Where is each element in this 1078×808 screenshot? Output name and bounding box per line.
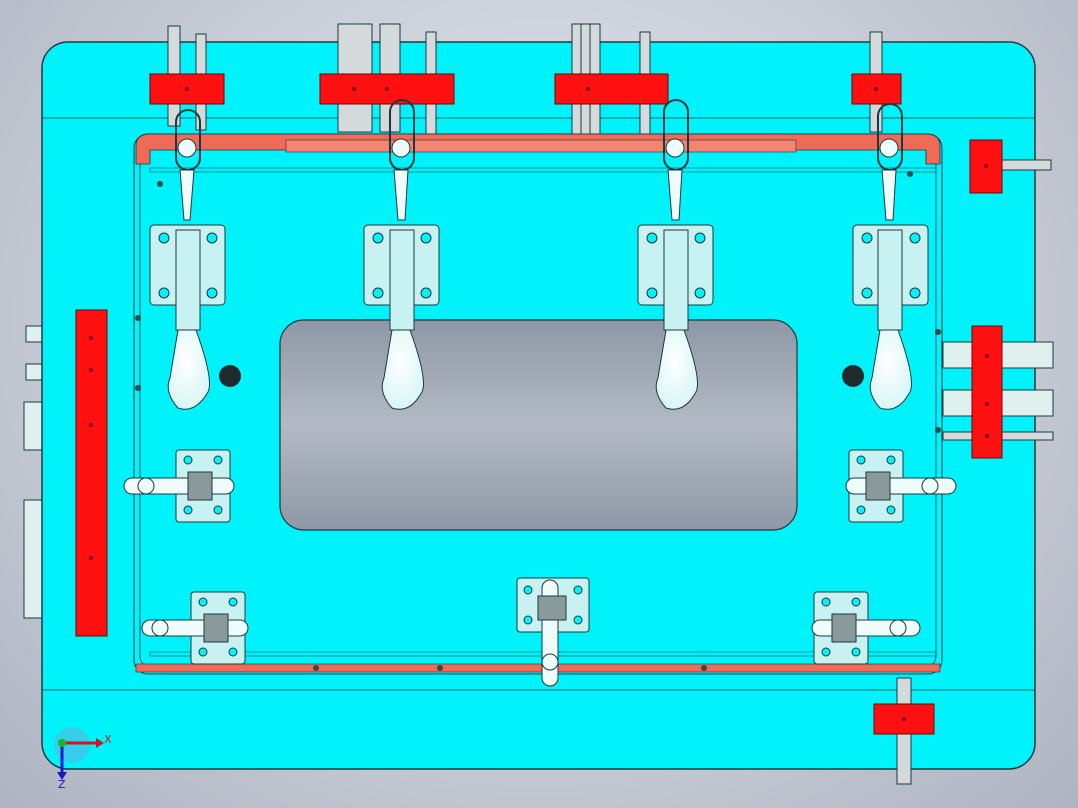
top-locators[interactable] xyxy=(149,73,902,105)
left-locator-bar[interactable] xyxy=(75,309,108,637)
x-axis-label: X xyxy=(104,733,112,746)
frame-fasteners xyxy=(135,171,941,671)
push-clamp-left-upper[interactable] xyxy=(123,449,235,523)
push-clamp-left-lower[interactable] xyxy=(141,591,249,665)
toggle-clamp-2[interactable] xyxy=(363,99,440,410)
toggle-clamp-3[interactable] xyxy=(637,99,714,410)
bottom-locator[interactable] xyxy=(873,677,935,785)
dowel-hole-left xyxy=(219,365,241,387)
right-locators[interactable] xyxy=(969,139,1003,459)
dowel-hole-right xyxy=(842,365,864,387)
push-clamp-right-lower[interactable] xyxy=(811,591,921,665)
y-axis-dot xyxy=(58,739,66,747)
push-clamp-right-upper[interactable] xyxy=(845,449,957,523)
z-axis-label: Z xyxy=(58,778,66,791)
window-cutout xyxy=(279,319,798,531)
push-clamp-bottom-center[interactable] xyxy=(516,577,590,687)
toggle-clamp-4[interactable] xyxy=(852,103,929,410)
toggle-clamp-1[interactable] xyxy=(149,109,226,410)
coordinate-triad xyxy=(54,727,104,780)
